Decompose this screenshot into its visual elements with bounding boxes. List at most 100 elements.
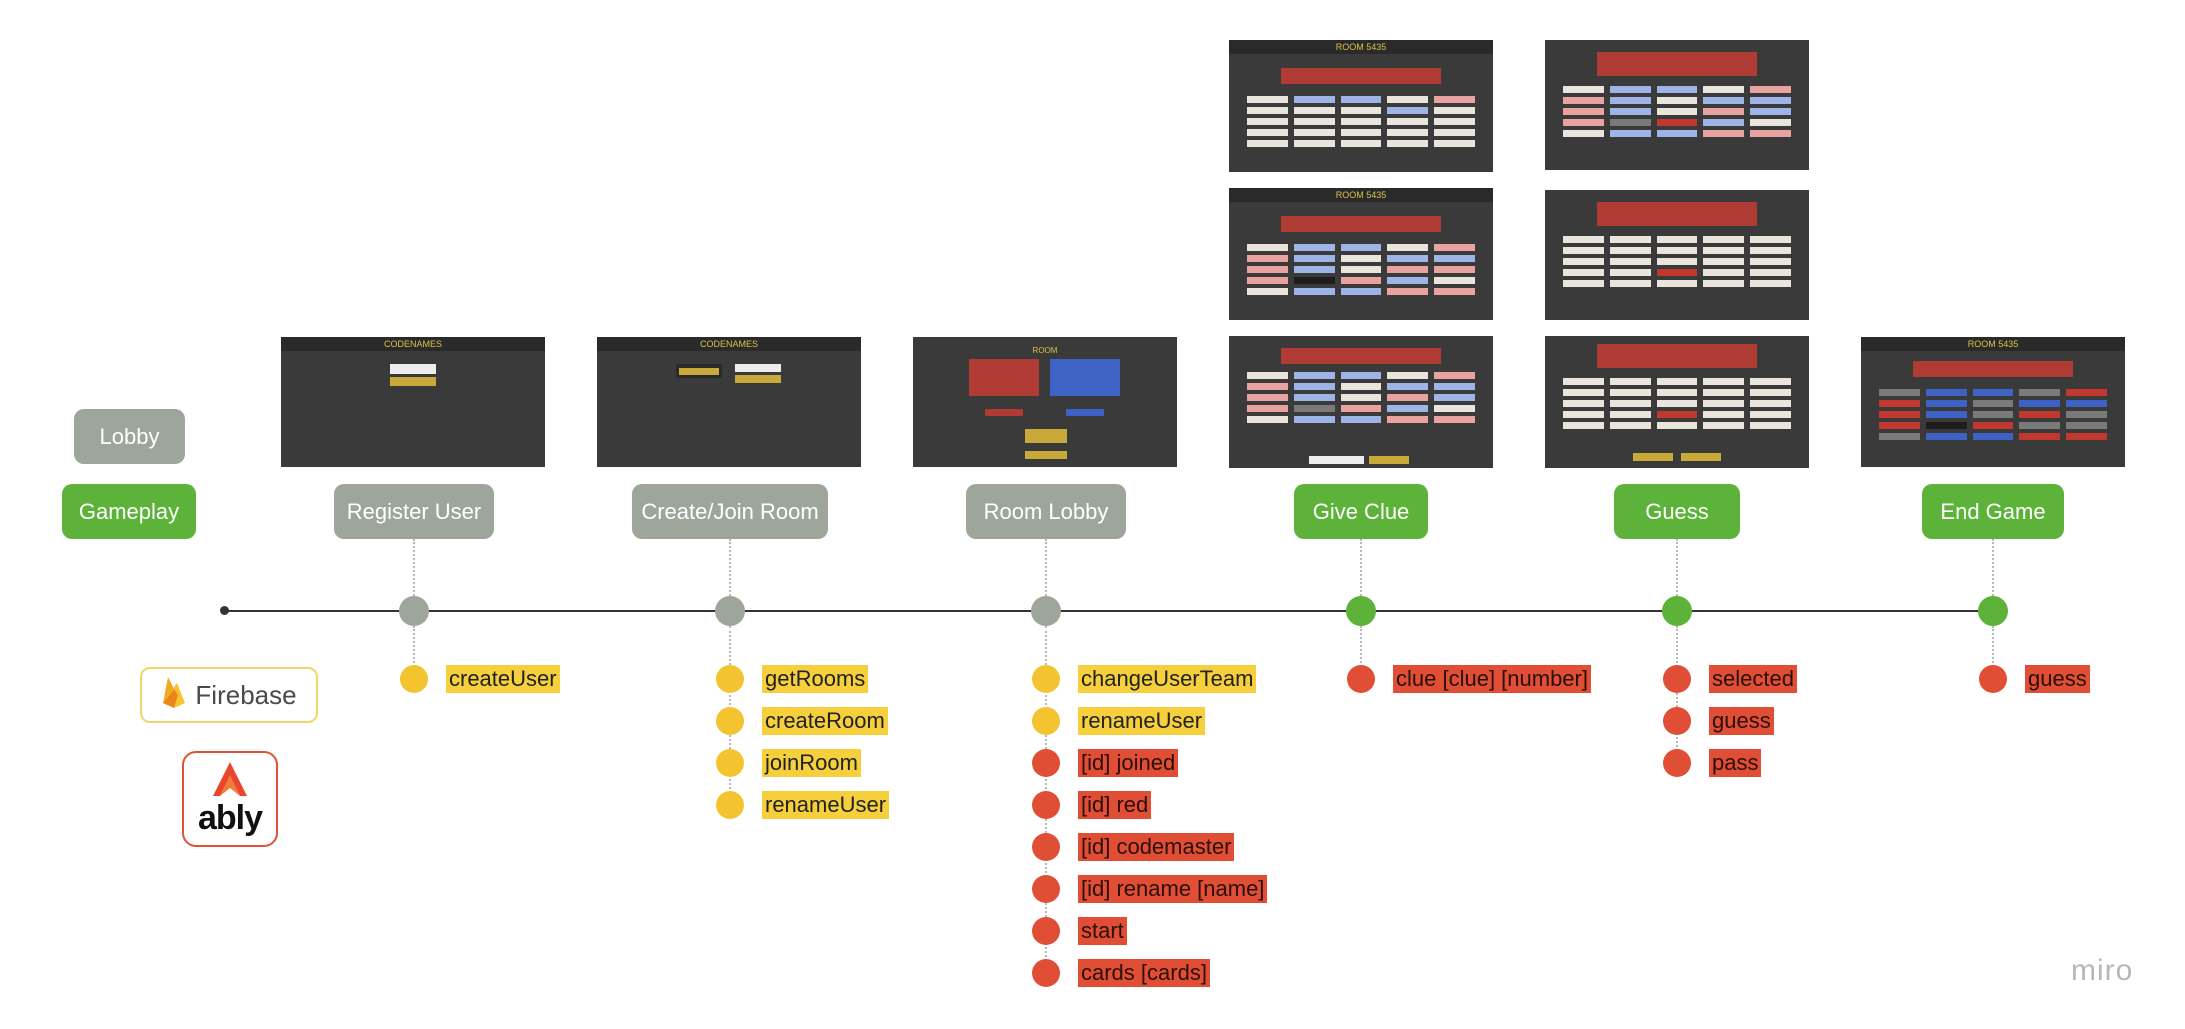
create-button-mock <box>679 368 719 375</box>
phase-label-guess: Guess <box>1614 484 1740 539</box>
event-dot <box>1032 917 1060 945</box>
blue-team-panel <box>1050 359 1120 396</box>
timeline-node-end-game <box>1978 596 2008 626</box>
phase-label-end-game: End Game <box>1922 484 2064 539</box>
ably-logo: ably <box>182 751 278 847</box>
ably-mark-icon <box>205 760 255 803</box>
screenshot-give-clue-3 <box>1229 336 1493 468</box>
event-label: cards [cards] <box>1078 959 1210 987</box>
event-dot <box>1347 665 1375 693</box>
event-label: clue [clue] [number] <box>1393 665 1591 693</box>
event-dot <box>1032 875 1060 903</box>
screen-title: CODENAMES <box>597 337 861 351</box>
screen-title: ROOM 5435 <box>1861 337 2125 351</box>
screenshot-guess-2 <box>1545 190 1809 320</box>
event-label: guess <box>1709 707 1774 735</box>
event-connector-give-clue <box>1360 626 1362 679</box>
card-grid <box>1879 389 2107 440</box>
event-label: [id] codemaster <box>1078 833 1235 861</box>
event-dot <box>716 665 744 693</box>
give-clue-button-mock <box>1369 456 1409 464</box>
phase-label-create-join: Create/Join Room <box>632 484 828 539</box>
guess-button-mock <box>1633 453 1673 461</box>
legend-gameplay: Gameplay <box>62 484 196 539</box>
turn-banner <box>1281 348 1441 364</box>
event-dot <box>1032 749 1060 777</box>
event-dot <box>1663 707 1691 735</box>
join-blue-button <box>1066 409 1104 416</box>
event-label: joinRoom <box>762 749 861 777</box>
event-label: [id] red <box>1078 791 1152 819</box>
event-label: renameUser <box>762 791 890 819</box>
event-label: guess <box>2025 665 2090 693</box>
screenshot-guess-3 <box>1545 336 1809 468</box>
firebase-logo: Firebase <box>140 667 318 723</box>
event-dot <box>1032 665 1060 693</box>
event-dot <box>716 707 744 735</box>
event-dot <box>1663 749 1691 777</box>
clue-banner <box>1597 344 1757 368</box>
connector-create-join <box>729 539 731 596</box>
connector-room-lobby <box>1045 539 1047 596</box>
connector-end-game <box>1992 539 1994 596</box>
winner-banner <box>1913 361 2073 377</box>
event-dot <box>400 665 428 693</box>
screenshot-end-game: ROOM 5435 <box>1861 337 2125 467</box>
event-label: renameUser <box>1078 707 1206 735</box>
clue-input-mock <box>1309 456 1364 464</box>
event-label: createRoom <box>762 707 888 735</box>
event-connector-end-game <box>1992 626 1994 679</box>
miro-watermark: miro <box>2071 954 2134 987</box>
event-dot <box>1032 791 1060 819</box>
card-grid <box>1247 244 1475 295</box>
red-team-panel <box>969 359 1039 396</box>
card-grid <box>1247 96 1475 147</box>
timeline-node-room-lobby <box>1031 596 1061 626</box>
phase-label-room-lobby: Room Lobby <box>966 484 1126 539</box>
turn-banner <box>1281 68 1441 84</box>
card-grid <box>1563 378 1791 429</box>
event-dot <box>1032 833 1060 861</box>
phase-label-give-clue: Give Clue <box>1294 484 1428 539</box>
timeline-node-create-join <box>715 596 745 626</box>
timeline-line <box>224 610 1998 612</box>
clue-banner <box>1597 52 1757 76</box>
event-connector-guess <box>1676 626 1678 763</box>
event-label: [id] rename [name] <box>1078 875 1268 903</box>
card-grid <box>1563 86 1791 137</box>
screen-title: CODENAMES <box>281 337 545 351</box>
clue-banner <box>1597 202 1757 226</box>
firebase-flame-icon <box>161 675 187 716</box>
event-label: createUser <box>446 665 560 693</box>
screenshot-create-join-room: CODENAMES <box>597 337 861 467</box>
legend-lobby: Lobby <box>74 409 185 464</box>
room-input-mock <box>735 364 781 372</box>
turn-banner <box>1281 216 1441 232</box>
event-label: changeUserTeam <box>1078 665 1257 693</box>
event-dot <box>1032 707 1060 735</box>
pass-button-mock <box>1681 453 1721 461</box>
event-label: selected <box>1709 665 1797 693</box>
event-label: pass <box>1709 749 1762 777</box>
connector-guess <box>1676 539 1678 596</box>
name-input-mock <box>390 364 436 374</box>
screen-title: ROOM 5435 <box>1229 40 1493 54</box>
connector-register <box>413 539 415 596</box>
timeline-node-register <box>399 596 429 626</box>
event-dot <box>716 749 744 777</box>
rename-button <box>1025 429 1067 443</box>
event-dot <box>1979 665 2007 693</box>
join-red-button <box>985 409 1023 416</box>
card-grid <box>1247 372 1475 423</box>
event-label: [id] joined <box>1078 749 1179 777</box>
register-button-mock <box>390 377 436 386</box>
screenshot-room-lobby: ROOM <box>913 337 1177 467</box>
screen-title: ROOM 5435 <box>1229 188 1493 202</box>
timeline-node-guess <box>1662 596 1692 626</box>
connector-give-clue <box>1360 539 1362 596</box>
join-button-mock <box>735 375 781 383</box>
timeline-node-give-clue <box>1346 596 1376 626</box>
start-button <box>1025 451 1067 459</box>
timeline-start-dot <box>220 606 229 615</box>
screen-title: ROOM <box>1032 346 1058 355</box>
